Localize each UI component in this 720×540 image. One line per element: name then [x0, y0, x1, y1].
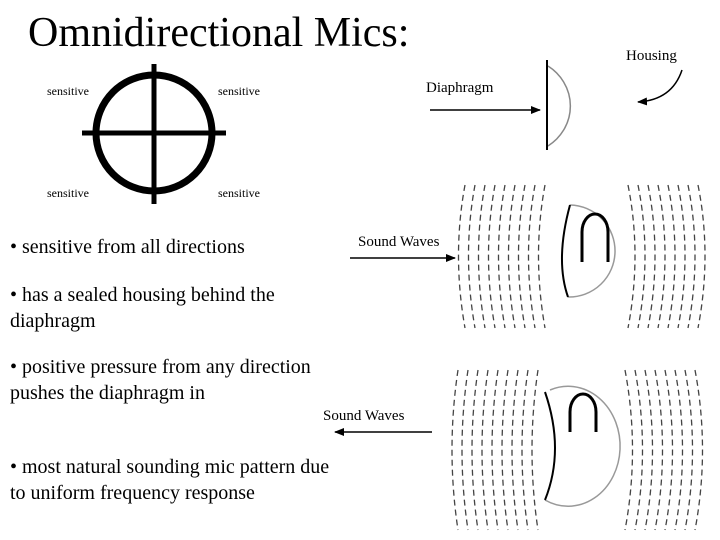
bullet-item: • most natural sounding mic pattern due …	[10, 456, 330, 504]
polar-label-top-left: sensitive	[47, 84, 89, 98]
mic-cross-section-top	[430, 60, 683, 150]
polar-label-bottom-left: sensitive	[47, 186, 89, 200]
wave-fronts-lower	[451, 369, 704, 531]
polar-label-top-right: sensitive	[218, 84, 260, 98]
housing-shape-lower	[544, 385, 621, 507]
bullet-item: • sensitive from all directions	[10, 236, 245, 258]
polar-label-bottom-right: sensitive	[218, 186, 260, 200]
slide-title: Omnidirectional Mics:	[28, 10, 410, 56]
pressure-indicator-lower	[568, 392, 598, 432]
wave-fronts-upper	[457, 184, 706, 329]
polar-pattern-graphic	[82, 64, 226, 204]
diaphragm-label: Diaphragm	[426, 80, 494, 96]
sound-waves-label-upper: Sound Waves	[358, 234, 440, 250]
housing-label: Housing	[626, 48, 677, 64]
housing-arrow	[637, 69, 683, 106]
diaphragm-deflected-upper	[561, 204, 571, 298]
housing-shape	[547, 65, 572, 147]
sound-waves-label-lower: Sound Waves	[323, 408, 405, 424]
housing-shape-upper	[567, 204, 616, 298]
bullet-item: • has a sealed housing behind the diaphr…	[10, 284, 275, 332]
pressure-indicator-upper	[580, 212, 610, 262]
diaphragm-deflected-lower	[544, 391, 556, 501]
bullet-item: • positive pressure from any direction p…	[10, 356, 311, 404]
sound-wave-diagram-lower	[334, 369, 704, 531]
sound-wave-diagram-upper	[350, 184, 706, 329]
